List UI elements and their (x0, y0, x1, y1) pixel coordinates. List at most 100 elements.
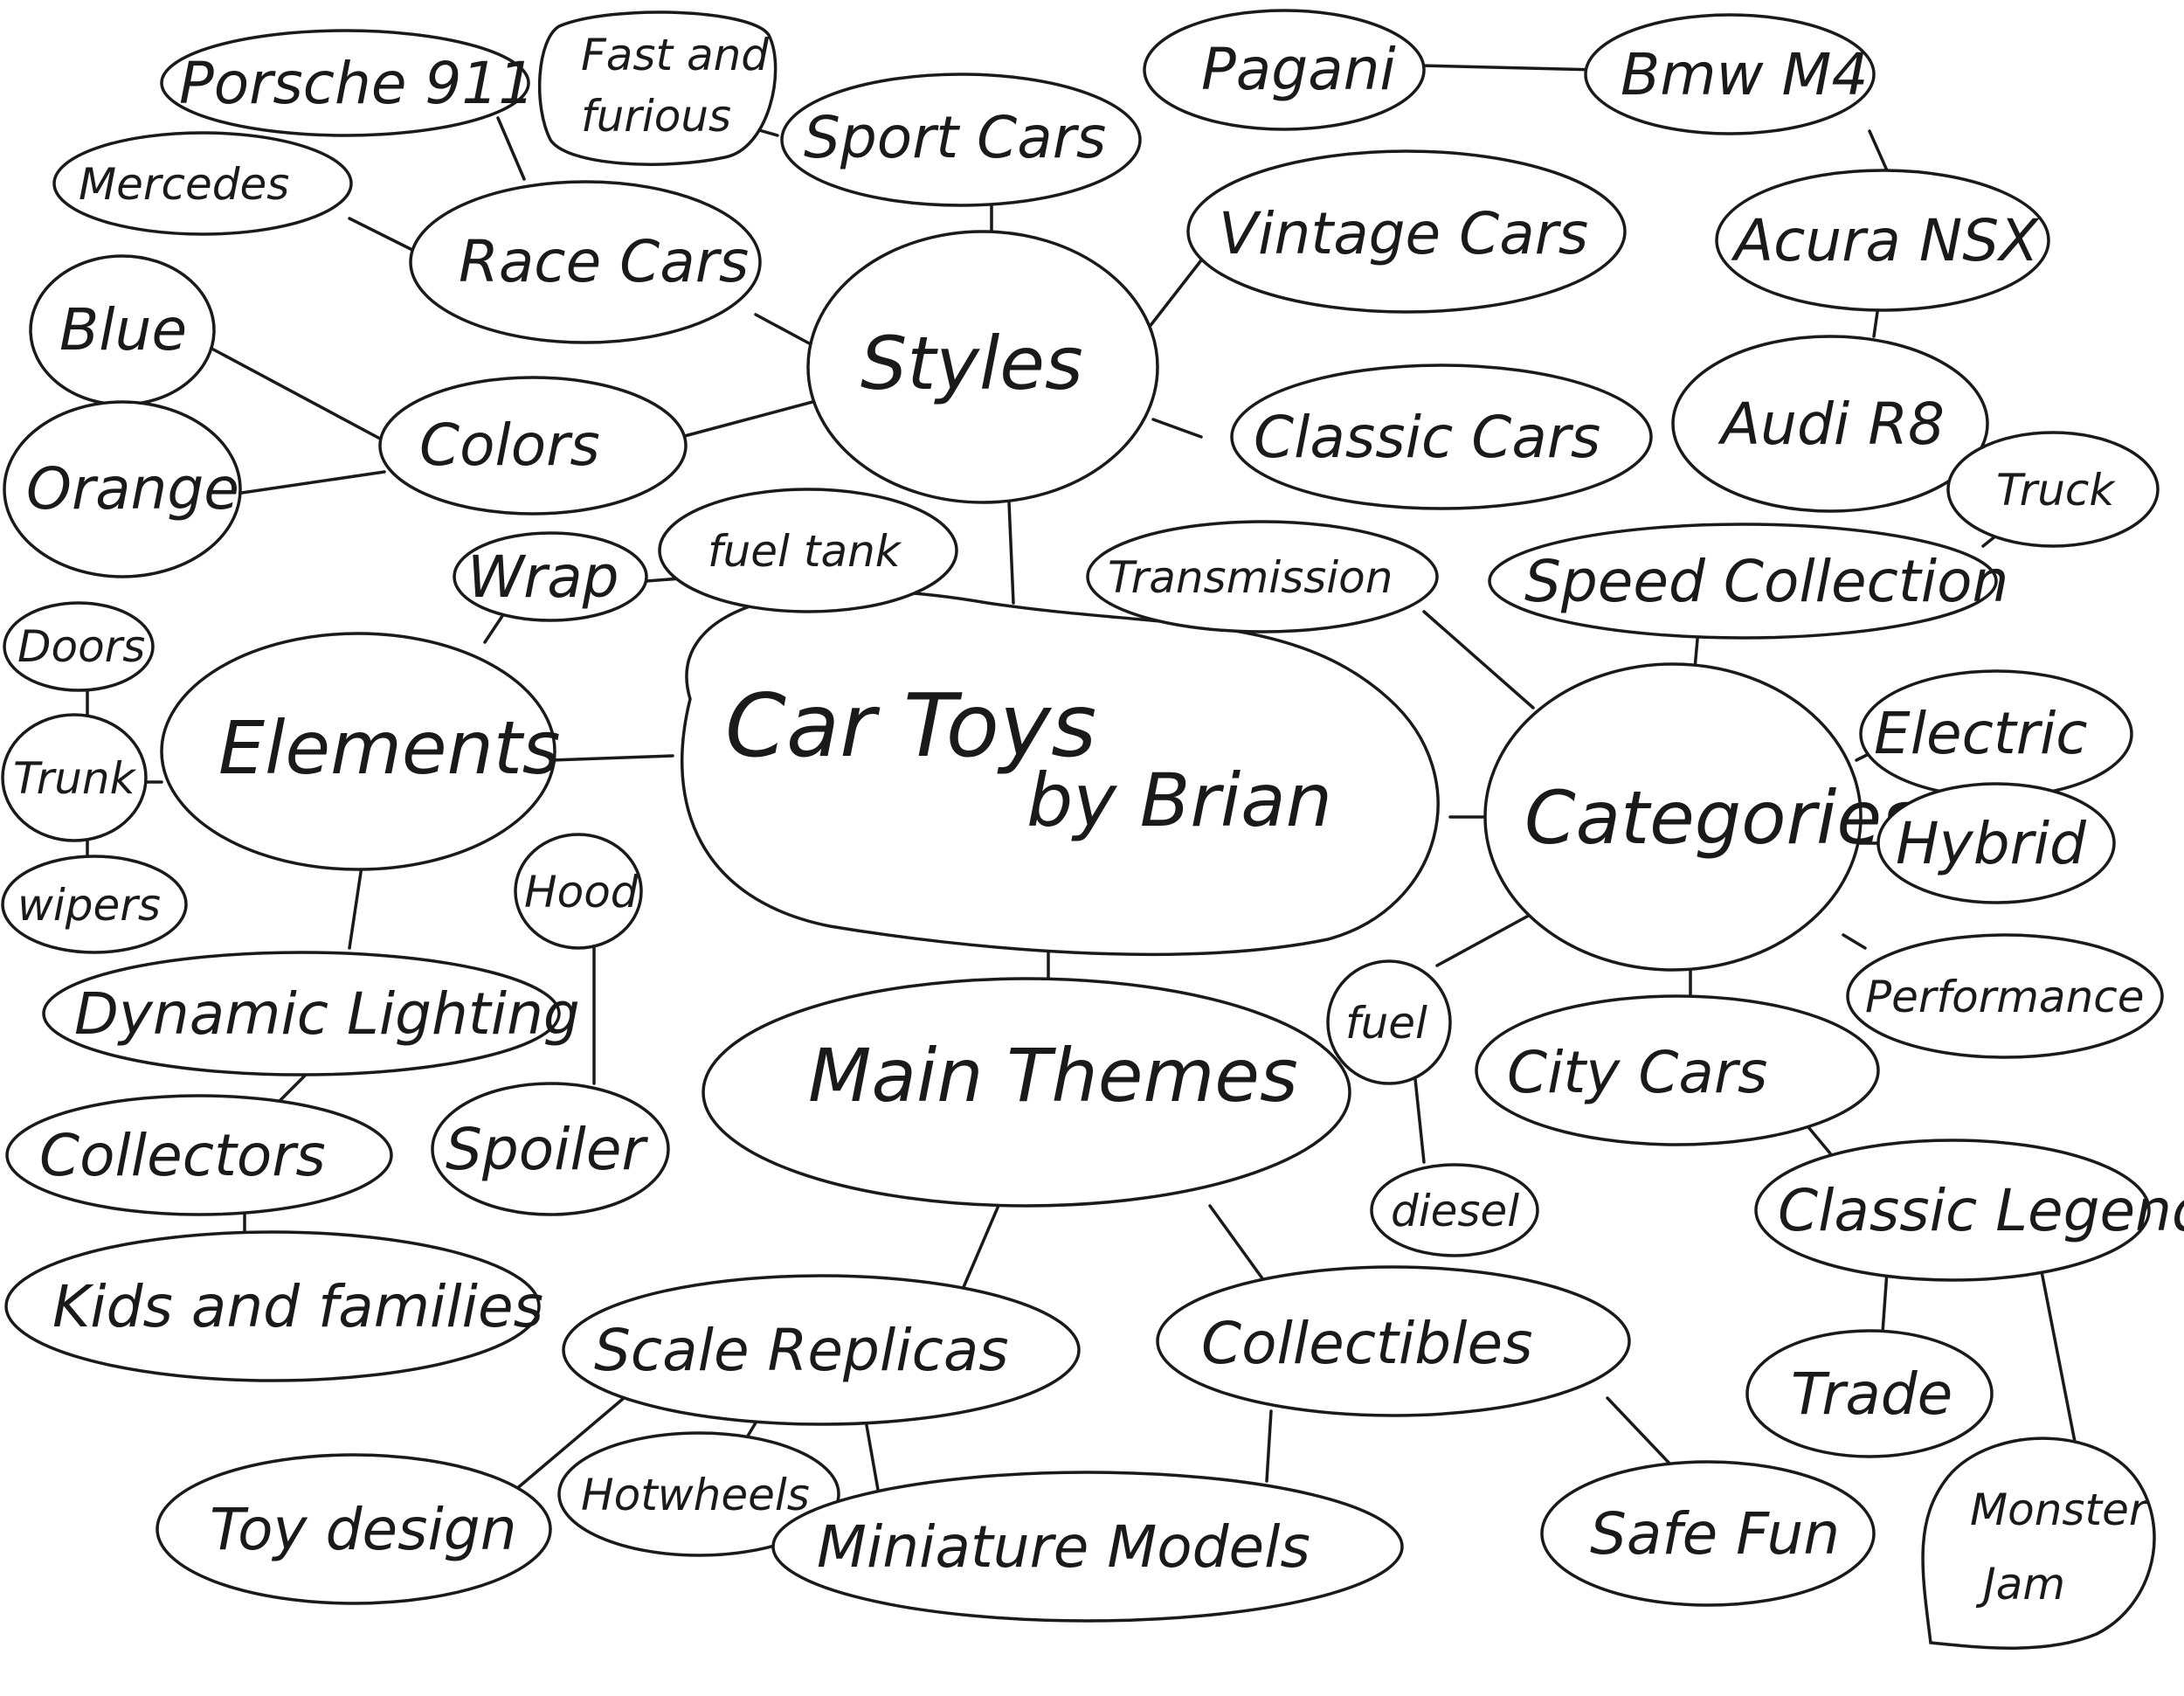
main-themes-label: Main Themes (808, 1033, 1298, 1118)
hybrid-bubble (1876, 782, 2116, 904)
dynamic-lighting-label: Dynamic Lighting (74, 980, 580, 1048)
speed-collection-bubble (1488, 523, 1998, 640)
edge-themes-scale (959, 1200, 1002, 1295)
edge-scale-miniature (863, 1414, 880, 1492)
categories-label: Categories (1524, 775, 1920, 861)
center-title-line1: Car Toys (725, 675, 1096, 777)
leaf-pagani: Pagani (1143, 9, 1426, 131)
edge-bmw-acura (1868, 129, 1889, 172)
edge-legends-monster (2038, 1261, 2077, 1443)
race-cars-label: Race Cars (459, 228, 749, 295)
leaf-kids-families: Kids and families (4, 1230, 543, 1382)
leaf-scale-replicas: Scale Replicas (562, 1274, 1081, 1426)
leaf-transmission: Transmission (1086, 520, 1439, 633)
leaf-collectors: Collectors (5, 1094, 393, 1216)
leaf-dynamic-lighting: Dynamic Lighting (42, 951, 580, 1076)
leaf-classic-legends: Classic Legends (1754, 1139, 2184, 1282)
edge-center-elements (549, 754, 674, 762)
fast-furious-line1: Fast and (581, 30, 769, 80)
monster-jam-line1: Monster (1970, 1485, 2150, 1535)
edge-themes-collectibles (1208, 1204, 1268, 1286)
porsche-bubble (160, 29, 530, 137)
edge-colors-orange (234, 470, 386, 495)
collectibles-bubble (1156, 1265, 1631, 1417)
leaf-hood: Hood (514, 833, 643, 950)
leaf-hotwheels: Hotwheels (557, 1431, 840, 1557)
hybrid-label: Hybrid (1896, 810, 2087, 877)
hub-main-themes: Main Themes (702, 977, 1351, 1208)
colors-bubble (378, 376, 688, 516)
wipers-bubble (1, 855, 188, 954)
hub-categories: Categories (1483, 662, 1920, 972)
edge-elements-wrap (483, 614, 504, 644)
edge-cat-performance (1842, 933, 1867, 950)
leaf-doors: Doors (3, 601, 155, 692)
city-cars-bubble (1475, 994, 1880, 1146)
collectibles-label: Collectibles (1201, 1310, 1532, 1377)
safe-fun-label: Safe Fun (1590, 1500, 1840, 1568)
leaf-electric: Electric (1859, 669, 2133, 799)
leaf-sport-cars: Sport Cars (780, 73, 1142, 207)
sport-cars-bubble (780, 73, 1142, 207)
edge-elements-dynamic (348, 859, 364, 950)
leaf-fast-furious: Fast and furious (537, 10, 778, 166)
leaf-safe-fun: Safe Fun (1540, 1460, 1876, 1607)
leaf-blue: Blue (29, 254, 216, 406)
leaf-trunk: Trunk (1, 713, 148, 842)
dynamic-lighting-bubble (42, 951, 561, 1076)
monster-jam-bubble (1921, 1436, 2156, 1650)
audi-label: Audi R8 (1717, 391, 1945, 458)
leaf-audi: Audi R8 (1671, 335, 1989, 513)
hood-bubble (514, 833, 643, 950)
miniature-models-bubble (771, 1471, 1404, 1623)
speed-collection-label: Speed Collection (1524, 548, 2008, 615)
classic-legends-bubble (1754, 1139, 2151, 1282)
city-cars-label: City Cars (1507, 1039, 1767, 1106)
acura-label: Acura NSX (1731, 207, 2040, 274)
edge-styles-racecars (754, 313, 814, 347)
audi-bubble (1671, 335, 1989, 513)
truck-bubble (1946, 431, 2160, 548)
leaf-spoiler: Spoiler (431, 1082, 670, 1216)
hub-elements: Elements (160, 632, 561, 871)
edge-styles-classic (1151, 418, 1203, 439)
leaf-toy-design: Toy design (156, 1453, 552, 1605)
diesel-bubble (1370, 1163, 1539, 1257)
leaf-trade: Trade (1745, 1329, 1994, 1458)
leaf-vintage-cars: Vintage Cars (1186, 149, 1627, 314)
leaf-city-cars: City Cars (1475, 994, 1880, 1146)
edge-cat-transmission (1422, 610, 1535, 710)
leaf-colors: Colors (378, 376, 688, 516)
fast-furious-bubble (537, 10, 778, 166)
leaf-hybrid: Hybrid (1876, 782, 2116, 904)
trade-label: Trade (1791, 1360, 1952, 1428)
edge-cat-fuel (1435, 911, 1535, 967)
wrap-label: Wrap (467, 543, 619, 611)
leaf-truck: Truck (1946, 431, 2160, 548)
edge-race-porsche (496, 116, 526, 181)
safe-fun-bubble (1540, 1460, 1876, 1607)
edge-legends-trade (1881, 1270, 1889, 1334)
collectors-bubble (5, 1094, 393, 1216)
edge-styles-vintage (1147, 247, 1212, 329)
toy-design-label: Toy design (210, 1496, 517, 1563)
transmission-label: Transmission (1108, 552, 1393, 603)
center-node: Car Toys by Brian (680, 589, 1440, 957)
acura-bubble (1715, 169, 2050, 312)
edge-center-styles (1007, 501, 1015, 605)
miniature-models-label: Miniature Models (817, 1513, 1310, 1581)
edge-colors-blue (204, 343, 395, 447)
truck-label: Truck (1996, 465, 2116, 516)
doors-bubble (3, 601, 155, 692)
race-cars-bubble (409, 180, 762, 344)
leaf-orange: Orange (3, 400, 242, 578)
main-themes-bubble (702, 977, 1351, 1208)
edge-styles-colors (680, 400, 814, 439)
vintage-cars-label: Vintage Cars (1219, 200, 1588, 267)
edge-scale-toydesign (514, 1392, 631, 1492)
bmw-bubble (1584, 13, 1876, 135)
elements-label: Elements (218, 705, 561, 791)
pagani-label: Pagani (1201, 36, 1396, 103)
leaf-fuel: fuel (1326, 959, 1452, 1085)
